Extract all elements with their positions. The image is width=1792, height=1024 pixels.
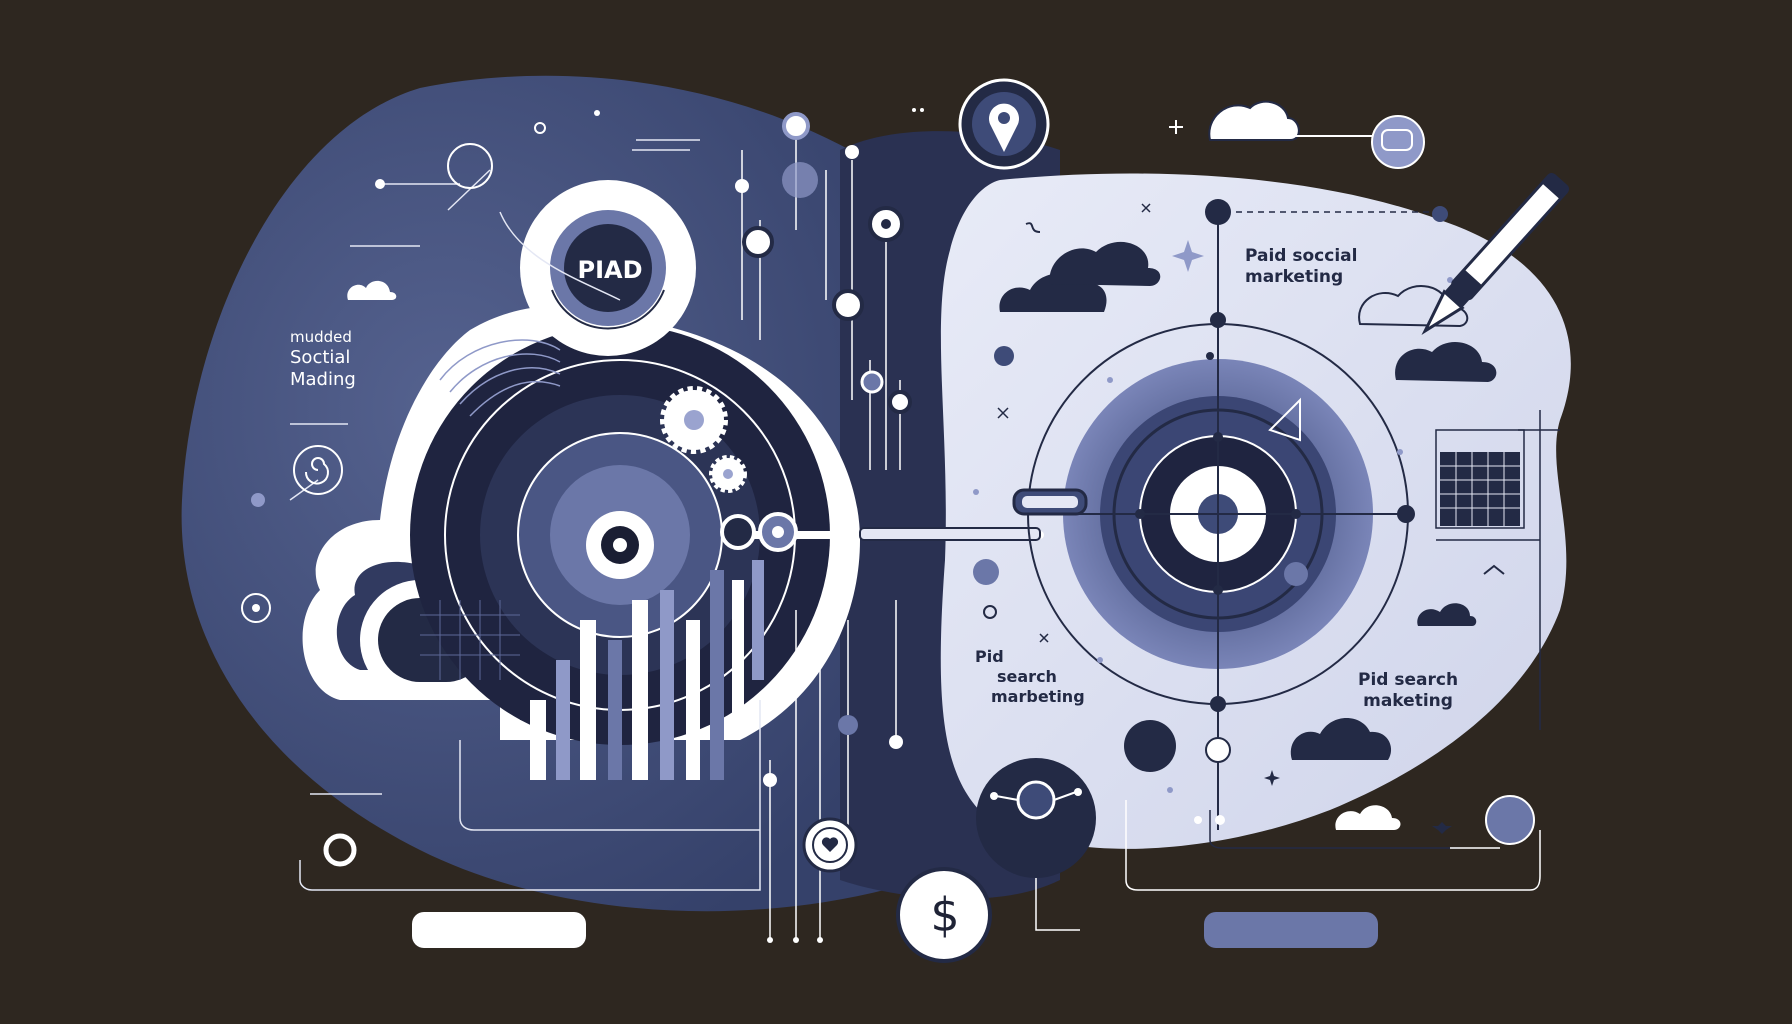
heart-icon [802,817,858,873]
piad-badge-label: PIAD [577,256,643,284]
left-label-block: mudded Soctial Mading [290,328,356,392]
left-bar [608,640,622,780]
paid-search-right-line-1: Pi̇d search [1358,670,1459,690]
paid-social-line-1: Paid soccial [1245,246,1358,266]
chat-bubble-icon [1371,115,1425,169]
left-bar [632,600,648,780]
paid-social-line-2: marketing [1245,267,1344,288]
sparkle-icon [1172,240,1452,834]
left-bar [752,560,764,680]
left-bar [732,580,744,730]
left-label-line-3: Mading [290,369,356,391]
left-bar [660,590,674,780]
orbit-node [976,758,1096,878]
line-node-group [735,112,912,943]
piad-badge-core [564,224,652,312]
cloud-icon [1335,805,1401,830]
gear-icon [709,455,747,493]
right-bottom-ring [1485,795,1535,845]
left-bar-group [530,560,764,780]
left-decor-dot [594,110,600,116]
left-label-line-1: mudded [290,328,352,346]
paid-search-label-left: Pi̇d search marbeting [975,647,1085,707]
left-label-line-2: Soctial [290,346,351,368]
x-mark-group [997,203,1151,643]
left-bar [686,620,700,780]
cloud-icon [1208,100,1300,141]
spiral-icon [293,445,343,495]
left-decor-dot [534,122,546,134]
left-grid [420,600,520,680]
left-bar [556,660,570,780]
cloud-icon [1358,285,1469,328]
paid-search-left-line-2: search [997,667,1057,686]
left-bar [710,570,724,780]
left-decor-ring [241,593,271,623]
cloud-icon [999,241,1161,312]
right-routing-lines [1209,410,1560,849]
paid-search-right-line-2: maketing [1363,691,1453,712]
cloud-icon [347,280,397,300]
plus-icon [1169,120,1183,134]
cloud-icon [1290,718,1392,760]
bottom-right-pill [1204,912,1378,948]
crosshair-node-group [1135,199,1415,712]
gear-icon [660,386,728,454]
left-decor-ring [447,143,493,189]
left-bar [580,620,596,780]
left-decor-dot [375,179,385,189]
left-decor-ring [323,833,357,867]
paid-search-left-line-1: Pi̇d [975,647,1004,666]
bottom-left-pill [412,912,586,948]
dollar-sign: $ [930,888,960,942]
connector-bar [720,512,1044,552]
left-decor-dot [251,493,265,507]
left-bar [530,700,546,780]
pen-icon [1421,172,1570,335]
cloud-icon [1395,341,1497,382]
paid-search-label-right: Pi̇d search maketing [1358,670,1458,713]
paid-search-left-line-3: marbeting [991,687,1085,706]
left-target-dot [613,538,627,552]
dollar-coin-icon [896,867,992,963]
right-decor-dots [973,277,1453,793]
fingerprint-lines [439,339,561,417]
left-decor-lines [289,139,761,891]
cloud-icon [1417,603,1477,626]
location-pin-icon [958,78,1050,170]
paid-social-label: Paid soccial marketing [1245,246,1357,289]
right-grid-chart [1435,429,1540,541]
